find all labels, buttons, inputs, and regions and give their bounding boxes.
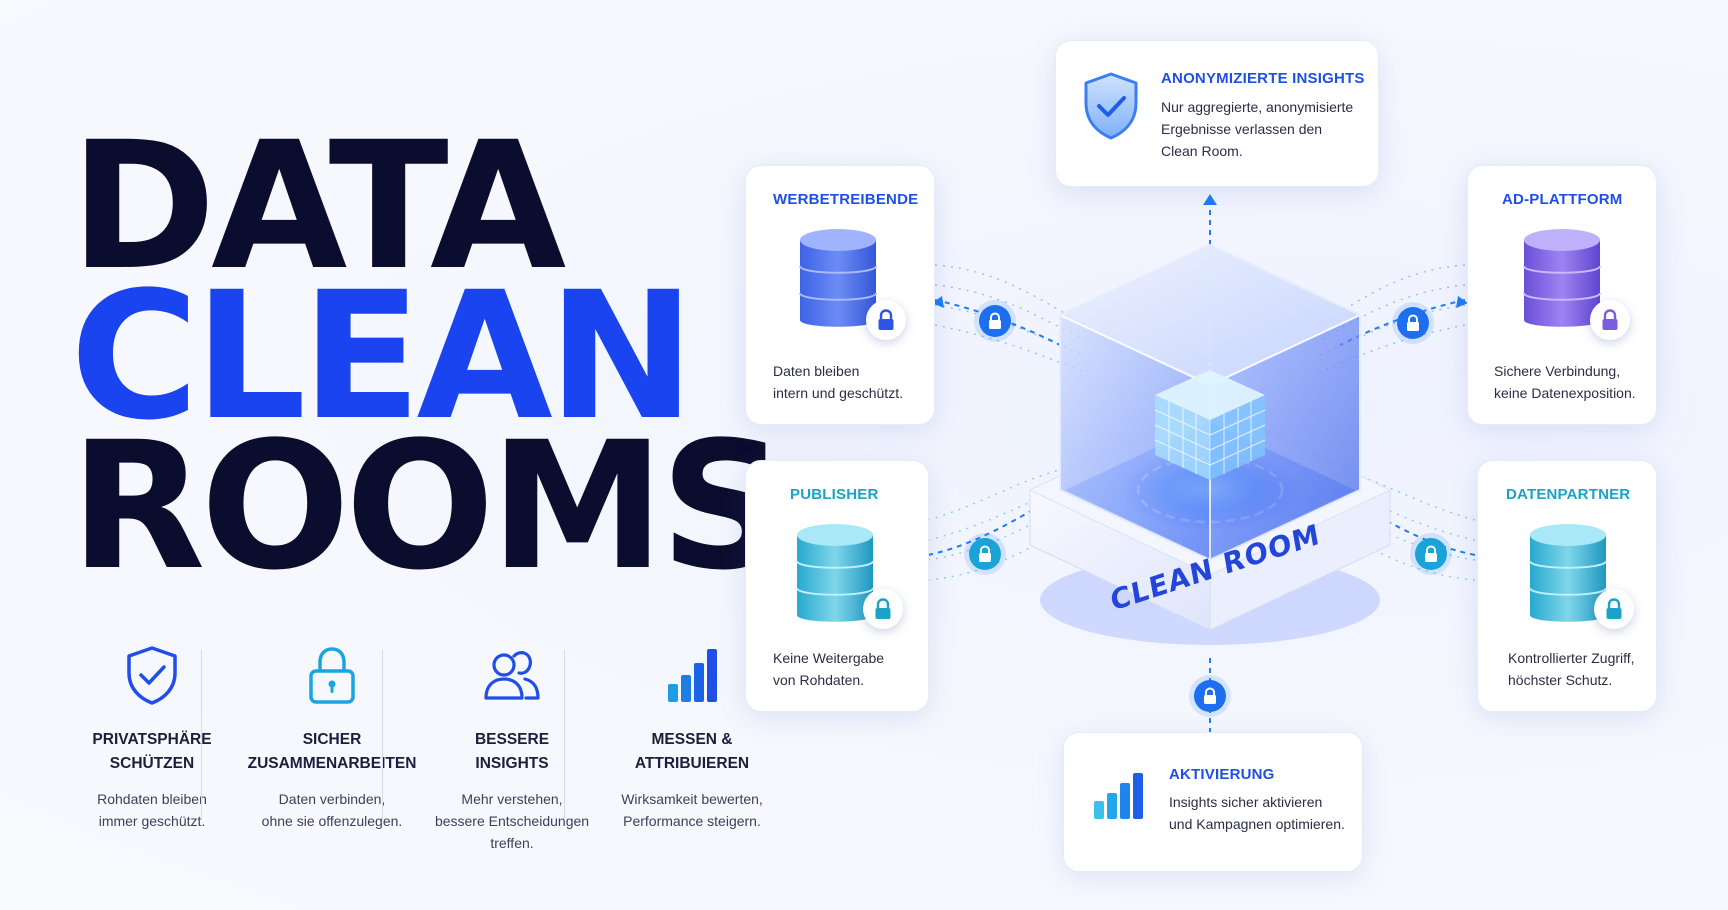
feature-desc: Wirksamkeit bewerten,Performance steiger… — [621, 791, 763, 829]
database-icon — [1523, 229, 1601, 327]
lock-badge-icon — [866, 300, 906, 340]
hero-line-rooms: ROOMS — [70, 404, 787, 609]
hero-title: DATA CLEAN ROOMS — [70, 104, 787, 609]
shield-check-icon — [127, 646, 177, 705]
card-title: ANONYMIZIERTE INSIGHTS — [1161, 70, 1365, 87]
hero-line-clean: CLEAN — [70, 254, 695, 459]
users-icon — [484, 651, 540, 700]
feature-title: MESSEN &ATTRIBUIEREN — [634, 731, 750, 772]
database-icon — [796, 524, 874, 622]
card-ad-platform: AD-PLATTFORM Sichere Verbindung,keine Da… — [1467, 165, 1657, 425]
card-data-partner: DATENPARTNER Kontrollierter Zugriff,höch… — [1477, 460, 1657, 712]
bar-chart-icon — [1094, 773, 1143, 819]
connector-lock-icon — [969, 538, 1001, 570]
card-title: PUBLISHER — [790, 486, 879, 503]
card-title: DATENPARTNER — [1506, 486, 1631, 503]
connector-lock-icon — [1397, 307, 1429, 339]
feature-divider — [201, 650, 202, 820]
lock-badge-icon — [1590, 300, 1630, 340]
bar-chart-icon — [668, 649, 717, 702]
padlock-icon — [309, 647, 355, 704]
database-icon — [1529, 524, 1607, 622]
card-desc: Sichere Verbindung,keine Datenexposition… — [1494, 363, 1636, 401]
feature-divider — [382, 650, 383, 820]
feature-desc: Daten verbinden,ohne sie offenzulegen. — [261, 791, 403, 829]
feature-divider — [564, 650, 565, 820]
clean-room-box — [1028, 243, 1392, 645]
card-desc: Kontrollierter Zugriff,höchster Schutz. — [1508, 650, 1635, 688]
card-title: WERBETREIBENDE — [773, 191, 919, 208]
connector-lock-icon — [1194, 680, 1226, 712]
card-anonymized-insights: ANONYMIZIERTE INSIGHTS Nur aggregierte, … — [1055, 40, 1379, 187]
connector-lock-icon — [1415, 538, 1447, 570]
card-title: AD-PLATTFORM — [1502, 191, 1623, 208]
card-title: AKTIVIERUNG — [1169, 766, 1275, 783]
shield-check-icon — [1084, 72, 1138, 140]
lock-badge-icon — [1594, 589, 1634, 629]
database-icon — [799, 229, 877, 327]
lock-badge-icon — [863, 589, 903, 629]
feature-measure: MESSEN &ATTRIBUIEREN Wirksamkeit bewerte… — [602, 640, 782, 832]
hero-line-data: DATA — [70, 104, 566, 309]
connector-lock-icon — [979, 305, 1011, 337]
